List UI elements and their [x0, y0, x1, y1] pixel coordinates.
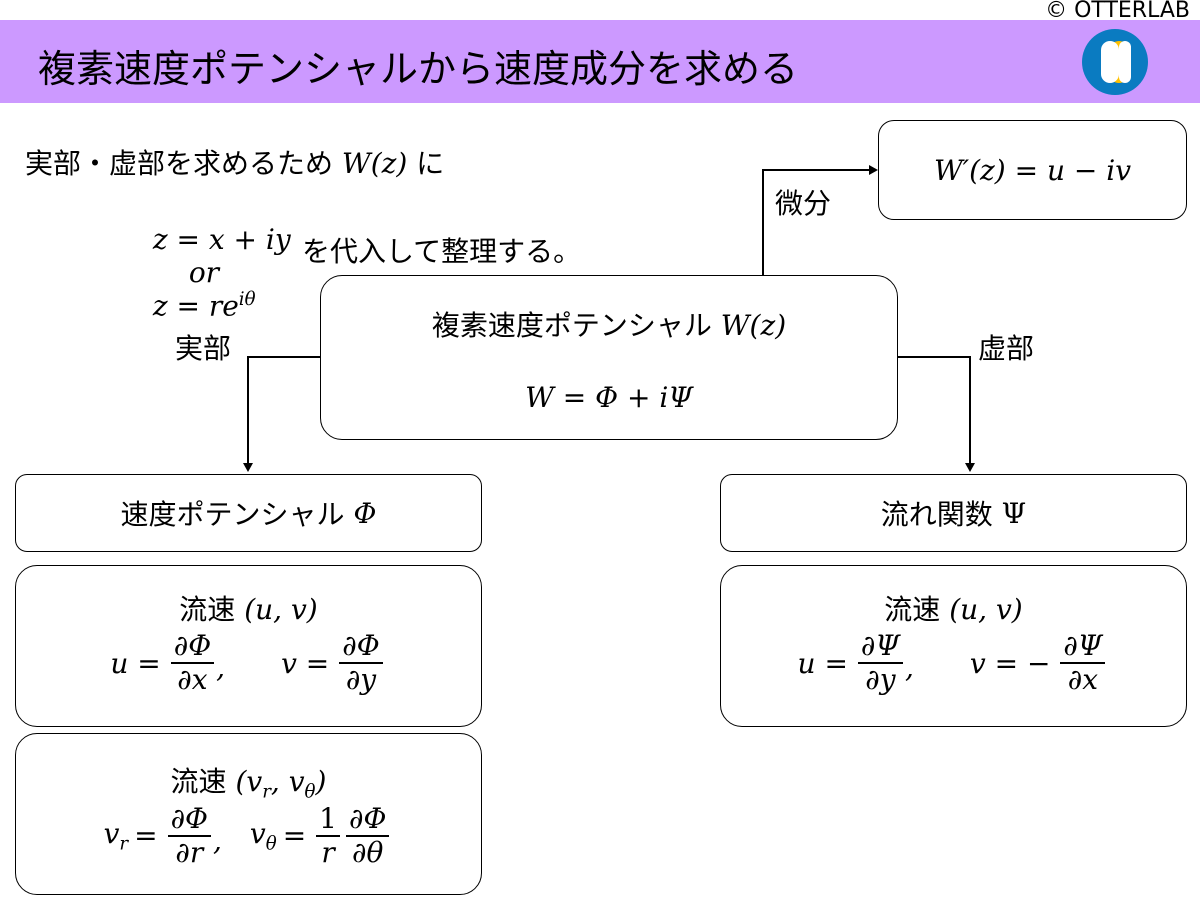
heading-math: (u, v): [949, 593, 1023, 626]
h5: ): [315, 765, 327, 798]
u-lhs: u =: [110, 646, 161, 680]
real-line-v: [247, 356, 249, 464]
substitution: z = x + iy or z = reiθ: [135, 190, 291, 322]
derivative-line-v: [762, 170, 764, 275]
velocity-potential-title: 速度ポテンシャル: [120, 498, 345, 531]
r-denominator: r: [321, 835, 335, 869]
cartesian-velocity-box-psi: 流速 (u, v) u = ∂Ψ∂y , v = − ∂Ψ∂x: [720, 565, 1187, 727]
page-title: 複素速度ポテンシャルから速度成分を求める: [38, 47, 799, 91]
stream-function-title: 流れ関数: [880, 498, 993, 531]
h4: θ: [304, 781, 316, 803]
heading-math: (u, v): [244, 593, 318, 626]
real-line-h: [247, 356, 320, 358]
velocity-potential-math: Φ: [353, 496, 377, 530]
u-numerator: ∂Ψ: [857, 629, 903, 665]
v-numerator: ∂Φ: [339, 629, 383, 665]
otterlab-logo-icon: [1082, 29, 1148, 95]
derivative-box: W′(z) = u − iv: [878, 120, 1187, 220]
h2: r: [262, 781, 271, 803]
formula-row: u = ∂Ψ∂y , v = − ∂Ψ∂x: [721, 629, 1186, 697]
heading-text: 流速: [884, 593, 941, 626]
heading: 流速 (u, v): [16, 588, 481, 628]
vr-numerator: ∂Φ: [167, 802, 211, 837]
imag-line-v: [969, 356, 971, 464]
vt-denominator: ∂θ: [352, 835, 384, 869]
vt-numerator: ∂Φ: [345, 802, 390, 837]
vt-sub: θ: [265, 833, 277, 855]
derivative-label: 微分: [775, 187, 832, 220]
arrow-head-right-icon: [869, 165, 878, 175]
derivative-formula: W′(z) = u − iv: [933, 153, 1132, 187]
heading-text: 流速: [170, 765, 227, 798]
intro-math: W(z): [341, 147, 408, 180]
v-denominator: ∂x: [1067, 663, 1099, 697]
u-denominator: ∂x: [177, 663, 208, 697]
vt: v: [249, 816, 266, 850]
vr: v: [103, 816, 120, 850]
derivative-line-h: [762, 169, 870, 171]
intro-line1: 実部・虚部を求めるため W(z) に: [25, 142, 444, 182]
comma: ,: [904, 651, 914, 685]
polar-sup: iθ: [238, 289, 256, 310]
heading: 流速 (vr, vθ): [16, 760, 481, 803]
stream-function-box: 流れ関数 Ψ: [720, 474, 1187, 552]
heading-text: 流速: [179, 593, 236, 626]
vr-sub: r: [119, 833, 129, 855]
heading: 流速 (u, v): [721, 588, 1186, 628]
v-lhs: v = −: [969, 646, 1051, 680]
cartesian-velocity-box-phi: 流速 (u, v) u = ∂Φ∂x , v = ∂Φ∂y: [15, 565, 482, 727]
complex-potential-box: 複素速度ポテンシャル W(z) W = Φ + iΨ: [320, 275, 898, 440]
imag-line-h: [898, 356, 971, 358]
comma: ,: [213, 823, 222, 857]
center-title-text: 複素速度ポテンシャル: [431, 309, 712, 342]
h1: (v: [235, 765, 263, 798]
arrow-head-down-icon: [243, 463, 253, 472]
polar-sub: z = re: [152, 289, 239, 323]
u-lhs: u =: [797, 646, 848, 680]
imag-label: 虚部: [978, 332, 1035, 365]
center-title-math: W(z): [720, 309, 787, 342]
header-band: 複素速度ポテンシャルから速度成分を求める: [0, 20, 1200, 103]
v-denominator: ∂y: [345, 663, 377, 697]
velocity-potential-box: 速度ポテンシャル Φ: [15, 474, 482, 552]
v-numerator: ∂Ψ: [1060, 629, 1106, 665]
eq: =: [134, 819, 158, 853]
intro-text: 実部・虚部を求めるため: [25, 147, 334, 180]
real-label: 実部: [175, 332, 232, 365]
intro-end: に: [416, 147, 445, 180]
v-lhs: v =: [281, 646, 330, 680]
center-formula: W = Φ + iΨ: [525, 381, 693, 414]
or-text: or: [188, 256, 220, 289]
vr-denominator: ∂r: [175, 835, 204, 869]
u-numerator: ∂Φ: [170, 629, 215, 665]
h3: , v: [270, 765, 305, 798]
center-title: 複素速度ポテンシャル W(z): [321, 304, 897, 344]
u-denominator: ∂y: [865, 663, 896, 697]
eq: =: [282, 819, 307, 853]
stream-function-math: Ψ: [1001, 496, 1027, 530]
cartesian-sub: z = x + iy: [152, 223, 291, 256]
copyright: © OTTERLAB: [1045, 0, 1190, 23]
intro-line3: を代入して整理する。: [302, 235, 582, 268]
one-numerator: 1: [316, 802, 340, 837]
comma: ,: [216, 651, 226, 685]
formula-row: u = ∂Φ∂x , v = ∂Φ∂y: [16, 629, 481, 697]
arrow-head-down-icon: [965, 463, 975, 472]
